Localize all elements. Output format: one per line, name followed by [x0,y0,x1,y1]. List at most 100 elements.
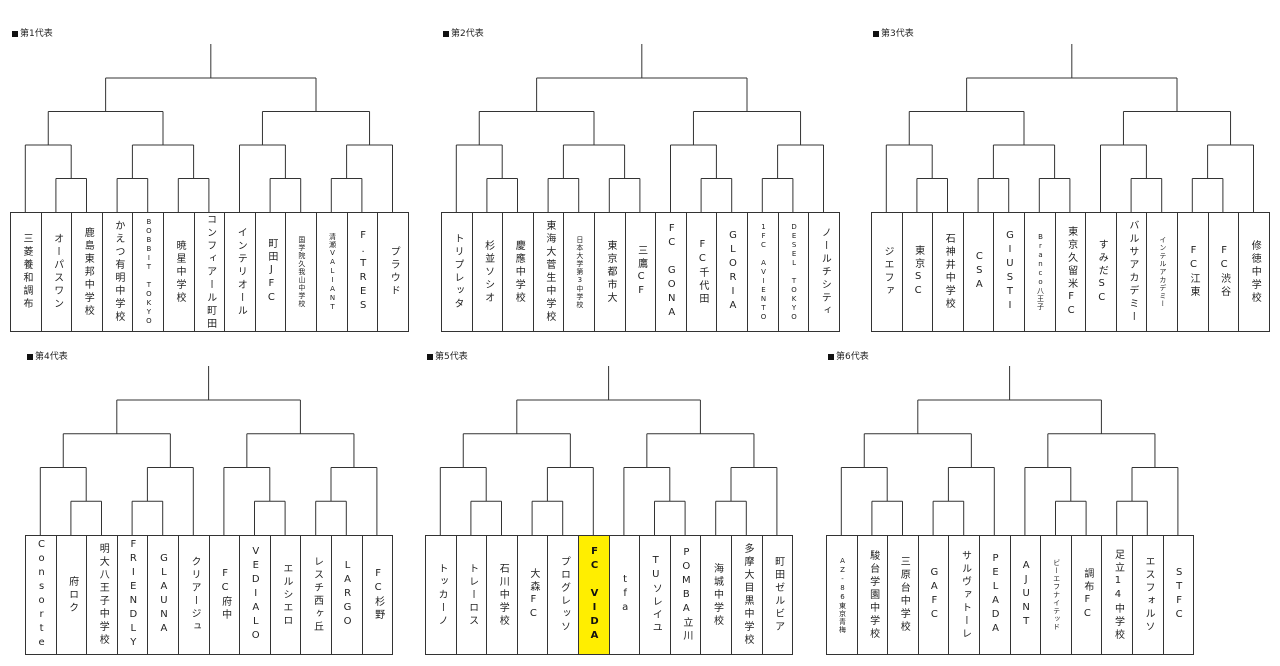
team-box: FC GONA [655,212,687,332]
team-box: GLORIA [716,212,748,332]
team-box: 杉並ソシオ [471,212,504,332]
team-name: Consorte [36,539,48,651]
bracket-title: 第6代表 [828,352,869,362]
team-box: 東海大菅生中学校 [532,212,565,332]
team-box: FC千代田 [685,212,718,332]
team-name: DESEL TOKYO [790,222,799,322]
team-box: インテルアカデミー [1146,212,1178,332]
team-name: FC渋谷 [1218,245,1230,299]
team-box: PELADA [979,535,1011,655]
square-bullet-icon [873,30,879,37]
team-name: 石神井中学校 [943,233,955,311]
team-name: tfa [619,574,631,616]
team-box: DESEL TOKYO [777,212,810,332]
team-box: Branco八王子 [1024,212,1056,332]
team-name: 清瀬VALIANT [328,232,337,312]
team-name: サルヴァトーレ [959,549,971,641]
team-name: 東京SC [912,245,924,299]
bracket-title-text: 第3代表 [881,29,914,39]
team-name: 日本大学第3中学校 [575,235,584,309]
team-name: FC VIDA [589,546,601,644]
team-name: TUソレイユ [650,555,662,635]
team-box: AJUNT [1009,535,1042,655]
team-box: 国学院久我山中学校 [285,212,317,332]
team-box: F.TRES [346,212,379,332]
team-name: VEDIALO [250,546,262,644]
team-box: プラウド [377,212,409,332]
team-box: 町田ゼルビア [761,535,794,655]
team-name: 三鷹CF [635,245,647,299]
team-name: 1FC AVIENTO [759,222,768,322]
team-name: レスチ西ヶ丘 [311,556,323,634]
team-name: 鹿島東邦中学校 [82,226,94,318]
team-name: 明大八王子中学校 [97,543,109,647]
bracket-title-text: 第2代表 [451,29,484,39]
team-name: FC GONA [666,223,678,321]
team-name: STFC [1173,567,1185,623]
team-box: GLAUNA [147,535,179,655]
team-name: 杉並ソシオ [482,239,494,305]
team-name: 暁星中学校 [174,239,186,305]
team-name: トリプレッタ [452,233,464,311]
team-name: Branco八王子 [1036,233,1045,311]
bracket-title-text: 第4代表 [35,352,68,362]
team-box: ノールチシティ [808,212,840,332]
bracket-title-text: 第5代表 [435,352,468,362]
team-name: FRIENDLY [127,539,139,651]
team-name: 海城中学校 [711,562,723,628]
team-name: 慶應中学校 [513,239,525,305]
team-name: コンフィアール町田 [204,213,216,331]
team-name: 東海大菅生中学校 [543,220,555,324]
team-name: すみだSC [1096,238,1108,306]
team-name: FC杉野 [372,568,384,622]
team-name: POMBA立川 [680,547,692,643]
team-name: 東京久留米FC [1065,225,1077,319]
team-name: インテリオール [235,226,247,318]
team-name: AZ-86東京青梅 [838,556,847,634]
team-box: 石神井中学校 [932,212,964,332]
team-box: バルサアカデミー [1115,212,1148,332]
team-box: FC VIDA [578,535,610,655]
team-box: 暁星中学校 [163,212,195,332]
team-name: ジエファ [882,246,894,298]
team-box: すみだSC [1085,212,1117,332]
team-box: 修徳中学校 [1238,212,1270,332]
team-name: クリアージュ [189,556,201,634]
team-name: 修徳中学校 [1249,239,1261,305]
team-name: LARGO [342,560,354,630]
team-name: バルサアカデミー [1126,220,1138,324]
team-name: 東京都市大 [605,239,617,305]
team-box: 東京都市大 [594,212,626,332]
team-box: FC杉野 [361,535,394,655]
bracket-title: 第4代表 [27,352,68,362]
team-box: Consorte [25,535,57,655]
team-name: F.TRES [357,230,369,314]
team-box: STFC [1162,535,1195,655]
team-name: BOBBIT TOKYO [144,218,153,326]
team-box: 清瀬VALIANT [316,212,348,332]
square-bullet-icon [12,30,18,37]
team-box: トッカーノ [425,535,457,655]
team-box: トリプレッタ [441,212,473,332]
team-box: 明大八王子中学校 [86,535,118,655]
team-box: 三鷹CF [624,212,657,332]
team-box: 多摩大目黒中学校 [731,535,763,655]
square-bullet-icon [443,30,449,37]
team-name: CSA [973,251,985,293]
team-name: 石川中学校 [497,562,509,628]
team-box: GAFC [917,535,950,655]
team-name: GLAUNA [158,553,170,637]
team-name: PELADA [990,553,1002,637]
team-name: 大森FC [527,568,539,622]
team-name: FC江東 [1188,245,1200,299]
team-name: 三原台中学校 [898,556,910,634]
team-name: FC府中 [219,568,231,622]
team-name: FC千代田 [696,238,708,306]
bracket-title: 第3代表 [873,29,914,39]
team-name: GLORIA [727,230,739,314]
team-name: トレーロス [466,562,478,628]
bracket-title: 第5代表 [427,352,468,362]
